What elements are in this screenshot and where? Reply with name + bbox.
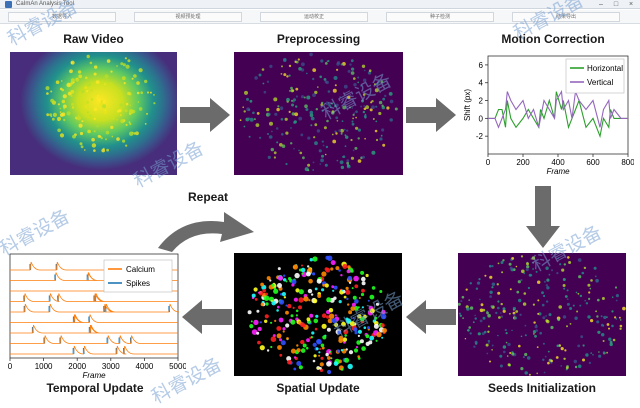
legend-label: Vertical (587, 78, 613, 87)
calcium-trace (10, 335, 178, 344)
app-icon (5, 1, 12, 8)
tab-import[interactable]: 数据导入 (8, 12, 116, 22)
x-tick-label: 800 (621, 158, 634, 167)
preprocessing-heading: Preprocessing (276, 32, 361, 46)
x-axis-label: Frame (82, 371, 106, 380)
seeds-heading: Seeds Initialization (487, 381, 597, 395)
x-tick-label: 200 (516, 158, 530, 167)
legend-label: Spikes (126, 279, 150, 288)
legend-box (103, 259, 173, 293)
tab-export[interactable]: 结果导出 (512, 12, 620, 22)
title-bar: CaImAn Analysis Tool – □ × (0, 0, 640, 9)
calcium-trace (10, 345, 178, 355)
x-tick-label: 3000 (102, 362, 120, 371)
calcium-trace (10, 314, 178, 323)
legend-label: Calcium (126, 265, 155, 274)
tab-seeds[interactable]: 种子检测 (386, 12, 494, 22)
x-tick-label: 400 (551, 158, 565, 167)
calcium-trace (10, 303, 180, 313)
y-axis-label: Shift (px) (463, 89, 472, 121)
series-line-vertical (488, 89, 628, 129)
y-tick-label: -2 (476, 132, 484, 141)
legend-box (565, 58, 625, 94)
tab-preprocess[interactable]: 视频预处理 (134, 12, 242, 22)
x-tick-label: 5000 (169, 362, 186, 371)
calcium-trace (10, 293, 178, 302)
motion-correction-heading: Motion Correction (501, 32, 605, 46)
spatial-heading: Spatial Update (276, 381, 360, 395)
x-tick-label: 2000 (68, 362, 86, 371)
x-tick-label: 0 (486, 158, 491, 167)
x-tick-label: 1000 (35, 362, 53, 371)
y-tick-label: 0 (479, 114, 484, 123)
preprocessing-image (234, 52, 403, 175)
x-tick-label: 600 (586, 158, 600, 167)
maximize-button[interactable]: □ (613, 1, 619, 8)
tab-motion[interactable]: 运动校正 (260, 12, 368, 22)
arrow-seeds-to-spatial (406, 300, 456, 334)
x-tick-label: 4000 (136, 362, 154, 371)
close-button[interactable]: × (628, 1, 634, 8)
raw-video-heading: Raw Video (63, 32, 124, 46)
arrow-pre-to-motion (406, 98, 456, 132)
repeat-arrow (158, 212, 254, 252)
temporal-heading: Temporal Update (46, 381, 144, 395)
x-axis-label: Frame (546, 167, 570, 176)
window-title: CaImAn Analysis Tool (16, 1, 74, 7)
arrow-spatial-to-temporal (182, 300, 232, 334)
spatial-footprints-image (234, 253, 402, 376)
y-tick-label: 2 (479, 97, 484, 106)
y-tick-label: 6 (479, 61, 484, 70)
seeds-image (458, 253, 626, 376)
repeat-label: Repeat (187, 190, 228, 204)
minimize-button[interactable]: – (599, 1, 603, 8)
arrow-raw-to-pre (180, 98, 230, 132)
legend-label: Horizontal (587, 64, 623, 73)
raw-video-image (10, 52, 177, 175)
y-tick-label: 4 (479, 79, 484, 88)
calcium-trace (10, 324, 178, 334)
menu-bar: 数据导入 视频预处理 运动校正 种子检测 结果导出 (0, 10, 640, 24)
x-tick-label: 0 (8, 362, 13, 371)
arrow-motion-to-seeds (526, 186, 560, 248)
